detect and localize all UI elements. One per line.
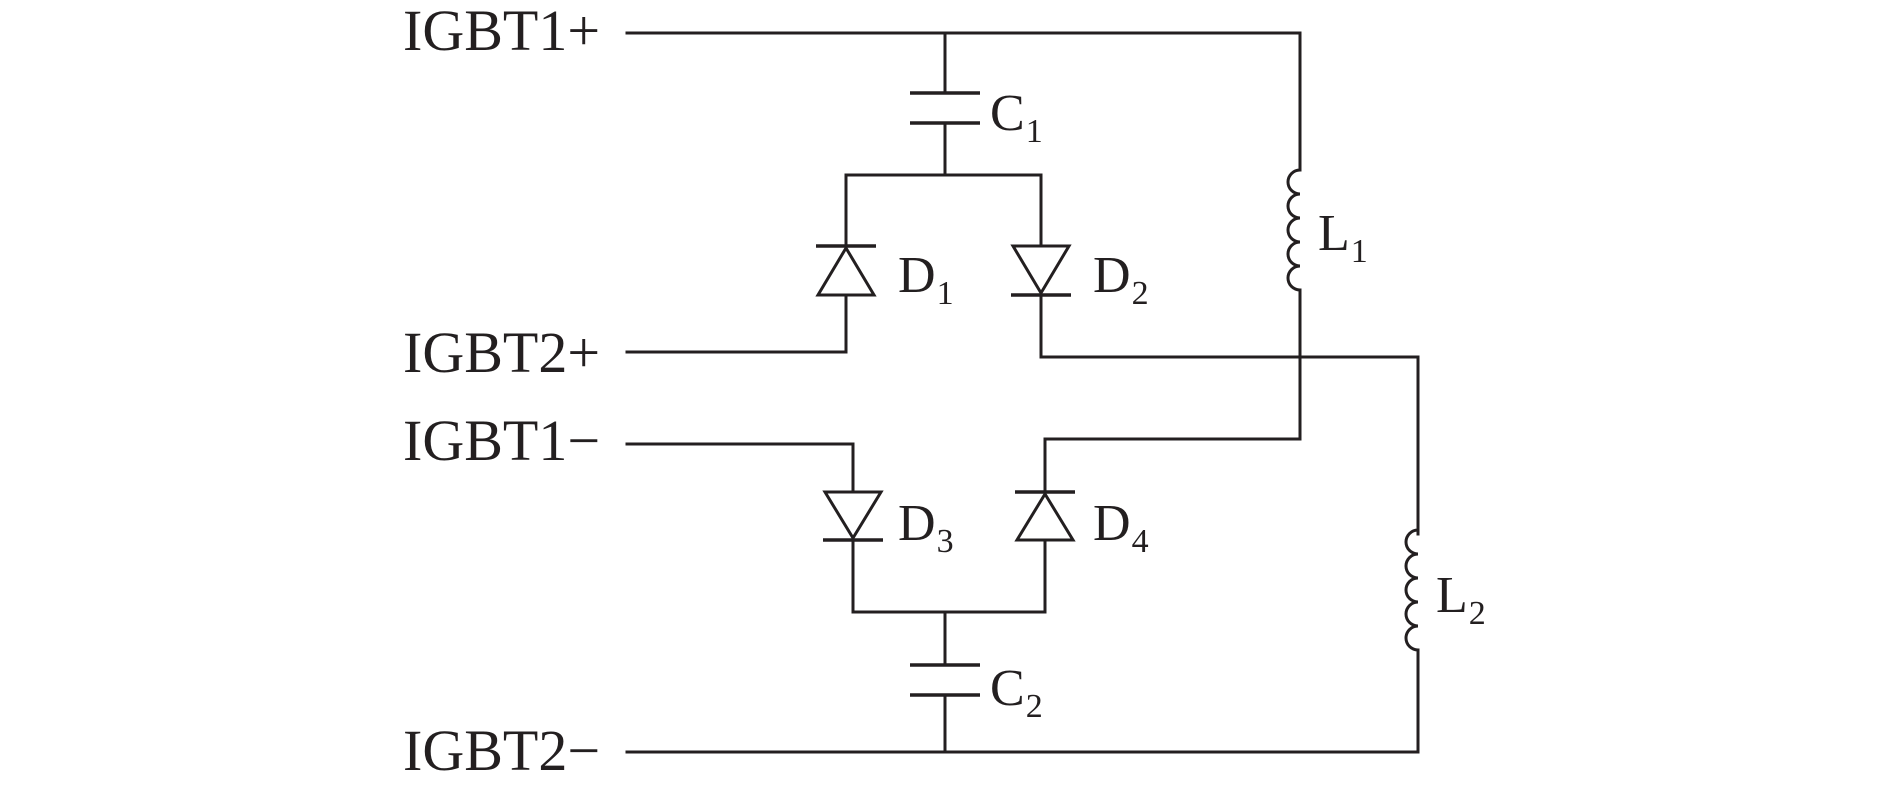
terminal-igbt1-plus-label: IGBT1+ — [403, 0, 600, 63]
inductor-l1-label: L1 — [1318, 205, 1368, 270]
wire-igbt2-plus — [625, 293, 848, 354]
wires — [625, 31, 1420, 754]
diode-d2-label: D2 — [1093, 247, 1149, 312]
diode-d4: D4 — [1014, 490, 1149, 560]
capacitor-c2: C2 — [910, 660, 1043, 725]
diode-d3: D3 — [822, 490, 954, 560]
diode-d4-triangle — [1014, 491, 1076, 542]
diode-d3-triangle — [822, 490, 884, 541]
diode-d2-triangle — [1010, 244, 1072, 296]
inductor-l2-label: L2 — [1436, 567, 1486, 632]
diode-d1-label: D1 — [898, 247, 954, 312]
wire-l1-to-d4 — [1043, 288, 1302, 494]
wire-bottom-node — [851, 538, 1047, 614]
terminal-igbt2-plus-label: IGBT2+ — [403, 320, 600, 385]
inductor-l1: L1 — [1286, 168, 1368, 292]
capacitor-c2-label: C2 — [990, 660, 1043, 725]
capacitor-c1: C1 — [910, 85, 1043, 150]
diode-d3-label: D3 — [898, 495, 954, 560]
capacitor-c1-label: C1 — [990, 85, 1043, 150]
diode-d4-label: D4 — [1093, 495, 1149, 560]
wire-d2-to-l2 — [1039, 293, 1420, 536]
inductor-l2-coil — [1404, 528, 1419, 652]
inductor-l2: L2 — [1404, 528, 1486, 652]
diode-d1-triangle — [815, 245, 877, 297]
diode-d2: D2 — [1010, 244, 1149, 312]
inductor-l1-coil — [1286, 168, 1301, 292]
wire-igbt1-minus — [625, 442, 855, 494]
wire-igbt1-plus-rail — [625, 31, 1302, 172]
terminal-igbt2-minus-label: IGBT2− — [403, 718, 600, 783]
wire-igbt2-minus-rail — [625, 648, 1420, 754]
diode-d1: D1 — [815, 244, 954, 312]
terminal-igbt1-minus-label: IGBT1− — [403, 408, 600, 473]
